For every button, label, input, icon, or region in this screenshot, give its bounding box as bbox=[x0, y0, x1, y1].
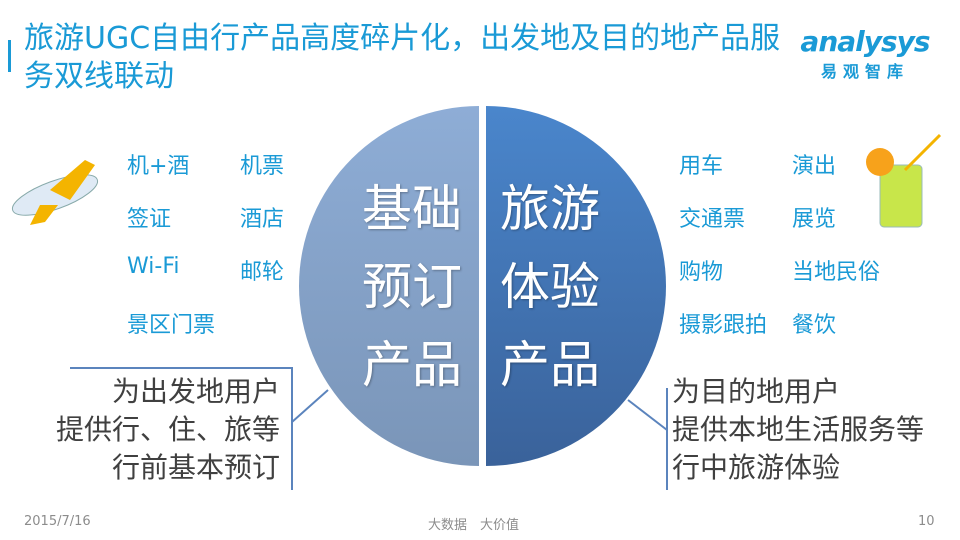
left-item: Wi-Fi bbox=[127, 254, 180, 279]
callout-line: 行中旅游体验 bbox=[672, 451, 841, 484]
left-callout-bracket bbox=[70, 367, 293, 490]
right-item: 购物 bbox=[679, 260, 724, 285]
right-connector bbox=[627, 399, 668, 431]
label-line: 旅游 bbox=[500, 180, 600, 238]
right-item: 餐饮 bbox=[792, 313, 837, 338]
right-item: 用车 bbox=[679, 154, 724, 179]
footer-slogan: 大数据 大价值 bbox=[428, 518, 520, 533]
callout-line: 提供本地生活服务等 bbox=[672, 413, 925, 446]
airplane-icon bbox=[11, 160, 99, 225]
left-item: 酒店 bbox=[240, 207, 285, 232]
right-item: 展览 bbox=[792, 207, 837, 232]
footer-date: 2015/7/16 bbox=[24, 514, 91, 529]
left-connector bbox=[291, 389, 329, 423]
right-item: 摄影跟拍 bbox=[679, 313, 768, 338]
logo-cn: 易观智库 bbox=[820, 62, 909, 81]
left-item: 邮轮 bbox=[240, 260, 285, 285]
right-item: 交通票 bbox=[679, 207, 746, 232]
title-accent-bar bbox=[8, 40, 11, 72]
label-line: 体验 bbox=[500, 258, 600, 316]
callout-line: 行前基本预订 bbox=[111, 451, 280, 484]
callout-line: 提供行、住、旅等 bbox=[55, 413, 280, 446]
callout-line: 为出发地用户 bbox=[111, 375, 280, 408]
page-title: 旅游UGC自由行产品高度碎片化，出发地及目的地产品服务双线联动 bbox=[24, 21, 781, 94]
circle-left-half bbox=[299, 106, 479, 466]
left-item: 机+酒 bbox=[127, 154, 190, 179]
label-line: 基础 bbox=[362, 180, 462, 238]
logo: analysys 易观智库 bbox=[795, 25, 935, 82]
circle-right-half bbox=[486, 106, 666, 466]
left-callout: 为出发地用户 提供行、住、旅等 行前基本预订 bbox=[56, 373, 280, 487]
label-line: 产品 bbox=[362, 336, 462, 394]
page-number: 10 bbox=[918, 514, 935, 529]
drink-icon bbox=[866, 133, 942, 228]
left-item: 签证 bbox=[127, 207, 172, 232]
right-callout: 为目的地用户 提供本地生活服务等 行中旅游体验 bbox=[672, 373, 924, 487]
label-line: 产品 bbox=[500, 336, 600, 394]
callout-line: 为目的地用户 bbox=[672, 375, 841, 408]
label-line: 预订 bbox=[362, 258, 462, 316]
right-item: 演出 bbox=[792, 154, 837, 179]
left-item: 机票 bbox=[240, 154, 285, 179]
circle-right-label: 旅游 体验 产品 bbox=[500, 170, 600, 404]
logo-en: analysys bbox=[800, 25, 930, 58]
left-item: 景区门票 bbox=[127, 313, 216, 338]
circle-left-label: 基础 预订 产品 bbox=[362, 170, 462, 404]
right-item: 当地民俗 bbox=[792, 260, 881, 285]
